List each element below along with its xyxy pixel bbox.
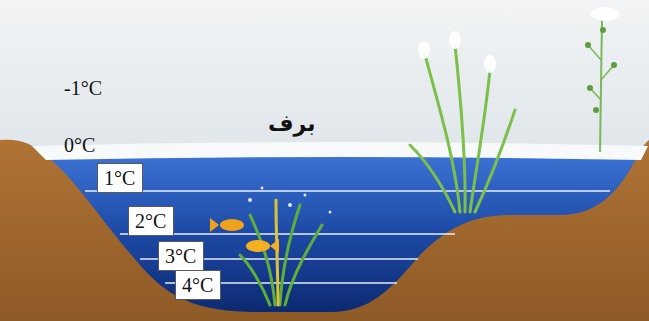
reed-tuft bbox=[484, 55, 496, 73]
reeds bbox=[410, 45, 515, 212]
plant-leaf bbox=[276, 200, 278, 305]
temperature-label: 1°C bbox=[104, 166, 135, 190]
temperature-label: 3°C bbox=[165, 244, 196, 268]
isotherm-lines bbox=[85, 191, 610, 283]
reed-leaf bbox=[470, 70, 490, 212]
isotherm-line bbox=[85, 190, 610, 192]
temperature-box: 4°C bbox=[175, 270, 221, 300]
water-plant bbox=[240, 200, 322, 305]
plant-bud bbox=[600, 27, 606, 33]
temperature-box: 2°C bbox=[128, 206, 174, 236]
plant-leaf bbox=[240, 255, 270, 305]
plant-bud bbox=[611, 62, 617, 68]
tall-plant bbox=[585, 7, 619, 152]
plant-stem bbox=[600, 20, 602, 152]
fish bbox=[210, 218, 279, 253]
fish-tail bbox=[210, 218, 219, 232]
plant-bud bbox=[585, 42, 591, 48]
pond-water bbox=[40, 152, 640, 312]
sky bbox=[0, 0, 649, 160]
plant-bud bbox=[593, 107, 599, 113]
fish-body bbox=[246, 240, 270, 252]
bubble bbox=[304, 194, 307, 197]
reed-leaf bbox=[455, 45, 465, 212]
bubble bbox=[288, 203, 292, 207]
reed-tuft bbox=[449, 31, 461, 49]
plant-bud bbox=[587, 85, 593, 91]
bubble bbox=[248, 198, 252, 202]
ice-layer bbox=[32, 142, 648, 160]
ground bbox=[0, 140, 649, 321]
plant-branch bbox=[588, 45, 614, 100]
temperature-box: 1°C bbox=[97, 163, 143, 193]
plant-flower bbox=[591, 7, 619, 21]
plant-buds bbox=[585, 27, 617, 113]
fish-tail bbox=[270, 239, 279, 253]
temperature-label: 4°C bbox=[182, 273, 213, 297]
bubbles bbox=[248, 187, 332, 214]
reed-leaf bbox=[475, 110, 515, 212]
plant-leaf bbox=[285, 225, 322, 305]
temperature-label: برف bbox=[268, 112, 316, 136]
reed-leaf bbox=[410, 145, 455, 212]
fish-body bbox=[220, 219, 244, 231]
reed-tufts bbox=[418, 31, 496, 73]
temperature-box: 3°C bbox=[158, 241, 204, 271]
temperature-label: -1°C bbox=[64, 76, 102, 100]
temperature-label: 2°C bbox=[135, 209, 166, 233]
temperature-label: 0°C bbox=[64, 133, 95, 157]
bubble bbox=[329, 211, 332, 214]
reed-tuft bbox=[418, 41, 430, 59]
bubble bbox=[261, 187, 264, 190]
